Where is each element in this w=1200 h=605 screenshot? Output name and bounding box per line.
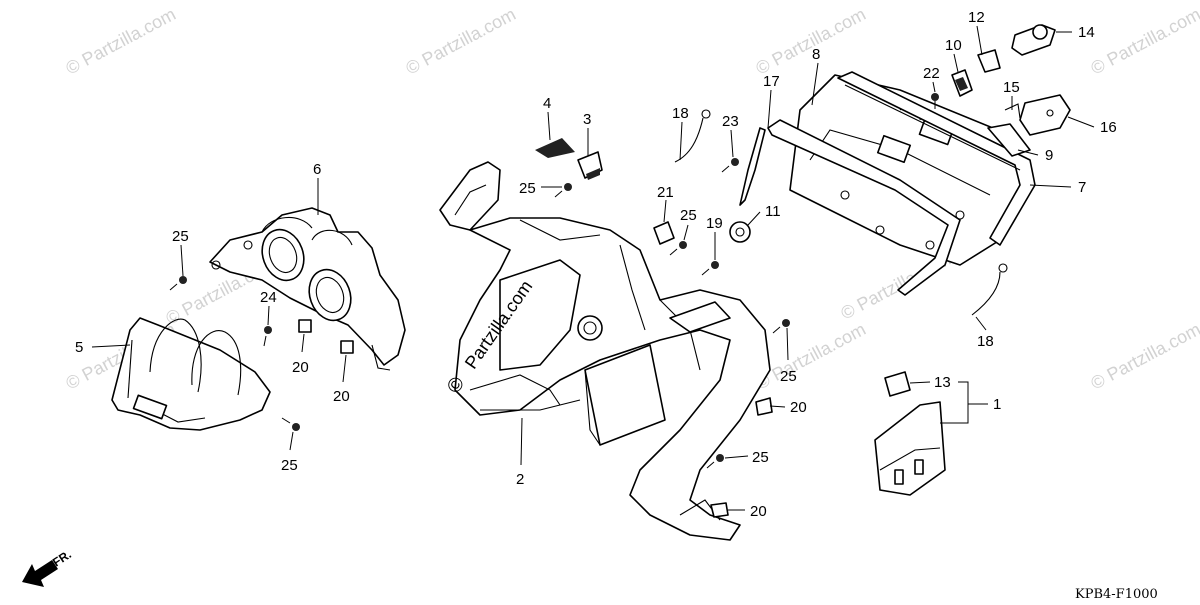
part-19-screw [701, 261, 719, 276]
callout-9: 9 [1045, 147, 1053, 164]
callout-1: 1 [993, 396, 1001, 413]
callout-14: 14 [1078, 24, 1095, 41]
part-17-seal [739, 119, 961, 296]
callout-17: 17 [763, 73, 780, 90]
part-3-trim [577, 151, 603, 180]
diagram-code: KPB4-F1000 [1075, 587, 1158, 602]
part-16-lock [1019, 94, 1071, 136]
watermark-text: © Partzilla.com [402, 4, 518, 79]
part-23-screw [721, 158, 739, 173]
callout-4: 4 [543, 95, 551, 112]
part-13-clip [884, 371, 911, 397]
part-12-clip [977, 49, 1001, 73]
callout-20: 20 [750, 503, 767, 520]
callout-6: 6 [313, 161, 321, 178]
callout-25: 25 [752, 449, 769, 466]
part-18-wire [674, 109, 711, 163]
part-8-panel [789, 74, 1031, 266]
callout-8: 8 [812, 46, 820, 63]
part-21-nut [653, 221, 675, 245]
part-15-spring [1004, 103, 1021, 119]
part-5-front-cover [111, 317, 271, 431]
part-2-legshield [439, 161, 771, 541]
callout-2: 2 [516, 471, 524, 488]
callout-16: 16 [1100, 119, 1117, 136]
callout-20: 20 [292, 359, 309, 376]
part-9-stay [987, 123, 1031, 157]
callout-22: 22 [923, 65, 940, 82]
watermark-text: © Partzilla.com [752, 319, 868, 394]
callout-25: 25 [680, 207, 697, 224]
callout-7: 7 [1078, 179, 1086, 196]
part-25-screw [169, 183, 790, 469]
part-7-frame [837, 71, 1036, 246]
part-11-grommet [729, 221, 751, 243]
part-4-trim [535, 138, 575, 158]
callout-23: 23 [722, 113, 739, 130]
part-18-wire [971, 263, 1008, 316]
callout-24: 24 [260, 289, 277, 306]
callout-3: 3 [583, 111, 591, 128]
callout-25: 25 [519, 180, 536, 197]
callout-15: 15 [1003, 79, 1020, 96]
callout-12: 12 [968, 9, 985, 26]
part-6-meter-case [209, 207, 406, 371]
callout-25: 25 [281, 457, 298, 474]
front-arrow-icon [22, 560, 58, 587]
part-20-clip [298, 319, 773, 518]
watermark-text: © Partzilla.com [752, 4, 868, 79]
callout-18: 18 [977, 333, 994, 350]
front-direction-indicator: FR. [22, 547, 74, 587]
callout-19: 19 [706, 215, 723, 232]
part-22-screw [931, 93, 939, 109]
callout-5: 5 [75, 339, 83, 356]
callout-labels: 1 2 3 4 5 6 7 8 9 10 11 12 13 14 15 16 1… [75, 9, 1117, 520]
part-10-grommet [951, 69, 973, 97]
part-1-box [874, 401, 946, 496]
part-14-key-cylinder [1011, 24, 1056, 56]
leader-lines [91, 25, 1095, 511]
callout-21: 21 [657, 184, 674, 201]
watermark-text: © Partzilla.com [1087, 319, 1200, 394]
watermark-text: © Partzilla.com [1087, 4, 1200, 79]
callout-11: 11 [765, 203, 781, 220]
watermark-text: © Partzilla.com [62, 4, 178, 79]
part-24-screw [263, 326, 272, 347]
callout-25: 25 [172, 228, 189, 245]
callout-20: 20 [790, 399, 807, 416]
callout-10: 10 [945, 37, 962, 54]
callout-25: 25 [780, 368, 797, 385]
callout-13: 13 [934, 374, 951, 391]
callout-20: 20 [333, 388, 350, 405]
callout-18: 18 [672, 105, 689, 122]
